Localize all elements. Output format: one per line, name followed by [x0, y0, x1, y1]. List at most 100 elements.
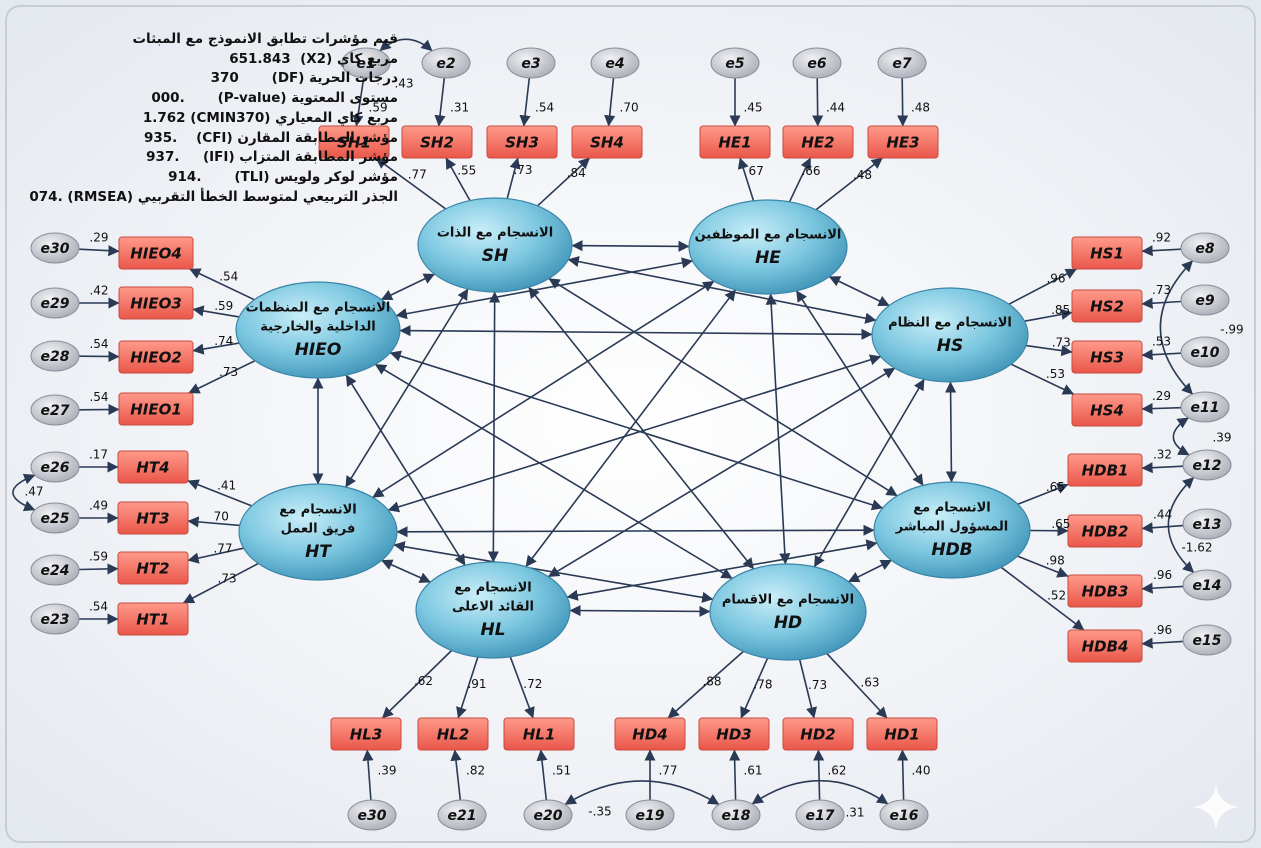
latent-ellipse [871, 287, 1029, 383]
loading-arrow-he2 [788, 157, 812, 203]
error-term-e1: e1 [341, 47, 391, 79]
error-term-e7: e7 [877, 47, 927, 79]
loading-value: .78 [753, 678, 772, 692]
error-term-e21: e21 [437, 799, 487, 831]
error-term-e28: e28 [30, 340, 80, 372]
indicator-hd4: HD4 [614, 717, 686, 751]
latent-ellipse [235, 281, 401, 379]
correlation-arrow-he-hieo [395, 257, 694, 320]
error-term-e17: e17 [795, 799, 845, 831]
error-label: e3 [521, 56, 540, 72]
loading-arrow-hl2 [456, 656, 479, 719]
indicator-he2: HE2 [782, 125, 854, 159]
indicator-hdb2: HDB2 [1067, 514, 1143, 548]
error-label: e30 [358, 808, 387, 824]
error-ellipse [30, 502, 80, 534]
indicator-box [318, 125, 390, 159]
indicator-box [866, 717, 938, 751]
loading-value: .62 [414, 674, 433, 688]
error-arrow-sh1 [352, 77, 365, 127]
error-variance-value: .42 [89, 284, 108, 298]
error-variance-value: .32 [1153, 448, 1172, 462]
indicator-label: HS1 [1090, 245, 1124, 263]
latent-ellipse [688, 199, 848, 295]
fit-row-cfi: مؤشر المطابقة المقارن (CFI) .935 [28, 129, 398, 149]
indicator-box [118, 286, 194, 320]
error-variance-value: .54 [89, 390, 108, 404]
loading-value: 67 [748, 164, 763, 178]
covariance-value: -1.62 [1181, 541, 1212, 555]
latent-name: الانسجام مع النظام [888, 316, 1012, 331]
error-term-e27: e27 [30, 394, 80, 426]
covariance-value: .47 [24, 485, 43, 499]
error-arrow-hs2 [1141, 297, 1182, 309]
sparkle-icon [1193, 784, 1239, 830]
indicator-hieo4: HIEO4 [118, 236, 194, 270]
loading-value: .74 [214, 334, 233, 348]
indicator-label: HE3 [886, 134, 919, 152]
loading-value: .72 [523, 677, 542, 691]
indicator-sh4: SH4 [571, 125, 643, 159]
error-label: e18 [722, 808, 751, 824]
loading-arrow-ht3 [187, 516, 240, 528]
latent-ellipse [709, 563, 867, 661]
error-ellipse [30, 340, 80, 372]
error-ellipse [877, 47, 927, 79]
error-term-e3: e3 [506, 47, 556, 79]
loading-arrow-hdb3 [1017, 555, 1069, 578]
indicator-label: SH4 [590, 134, 624, 152]
indicator-hd3: HD3 [698, 717, 770, 751]
error-label: e24 [41, 563, 70, 579]
indicator-label: HD3 [716, 726, 751, 744]
indicator-label: HT4 [136, 459, 169, 477]
error-label: e17 [806, 808, 835, 824]
fit-title: قيم مؤشرات تطابق الانموذج مع المبثات [132, 31, 398, 47]
error-variance-value: .29 [1152, 389, 1171, 403]
indicator-hieo2: HIEO2 [118, 340, 194, 374]
error-term-e5: e5 [710, 47, 760, 79]
fit-label: مربع كاي (X2) [300, 50, 398, 67]
latent-name: الداخلية والخارجية [260, 320, 375, 335]
loading-value: .55 [457, 164, 476, 178]
indicator-box [571, 125, 643, 159]
indicator-label: HIEO1 [130, 401, 182, 419]
error-variance-value: .31 [450, 100, 469, 114]
error-term-e29: e29 [30, 287, 80, 319]
error-label: e7 [892, 56, 911, 72]
fit-label: مؤشر المطابقة المقارن (CFI) [196, 129, 398, 146]
indicator-ht4: HT4 [117, 450, 189, 484]
latent-name: الانسجام مع الاقسام [722, 593, 854, 608]
fit-label: مؤشر المطابقة المتزاب (IFI) [202, 149, 398, 166]
error-variance-value: .61 [743, 764, 762, 778]
loading-value: .73 [219, 365, 238, 379]
error-variance-value: .40 [911, 764, 930, 778]
error-variance-value: .54 [535, 100, 554, 114]
correlation-arrow-hs-hieo [399, 325, 873, 340]
indicator-label: HS3 [1090, 349, 1124, 367]
loading-arrow-hd3 [740, 657, 769, 719]
loading-value: 70 [214, 509, 229, 523]
indicator-hd2: HD2 [782, 717, 854, 751]
indicator-label: HD2 [800, 726, 835, 744]
fit-row-chi-square: مربع كاي (X2) 651.843 [28, 50, 398, 70]
fit-row-ifi: مؤشر المطابقة المتزاب (IFI) .937 [28, 148, 398, 168]
error-variance-value: .48 [911, 100, 930, 114]
loading-value: .88 [702, 675, 721, 689]
error-arrow-he2 [812, 77, 824, 127]
loading-arrow-hdb1 [1017, 483, 1069, 505]
error-label: e6 [807, 56, 826, 72]
error-variance-value: .77 [658, 764, 677, 778]
latent-name: القائد الاعلى [452, 600, 534, 615]
indicator-hs3: HS3 [1071, 340, 1143, 374]
error-ellipse [30, 451, 80, 483]
loading-value: .53 [1046, 367, 1065, 381]
indicator-hd1: HD1 [866, 717, 938, 751]
correlation-arrow-hs-hdb [945, 381, 957, 483]
error-variance-value: .17 [89, 448, 108, 462]
error-term-e6: e6 [792, 47, 842, 79]
error-term-e25: e25 [30, 502, 80, 534]
error-ellipse [625, 799, 675, 831]
